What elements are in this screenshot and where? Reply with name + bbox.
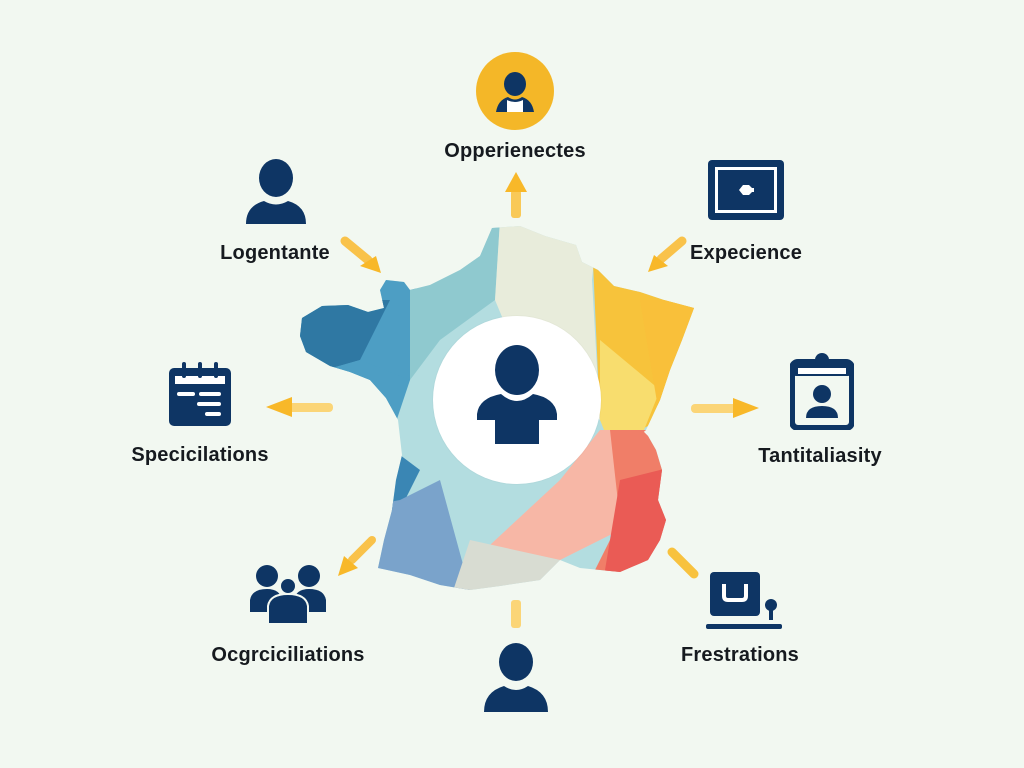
- arrow-inward-icon: [340, 236, 381, 273]
- calendar-icon: [169, 362, 231, 426]
- arrow-right-icon: [691, 398, 759, 418]
- node-bottom-right: [706, 570, 782, 630]
- id-badge-icon: [790, 353, 854, 430]
- node-right: [790, 352, 854, 430]
- node-bottom-left: [250, 564, 326, 626]
- node-top-right: [708, 160, 784, 220]
- node-bottom: [484, 642, 548, 714]
- connector-line: [667, 547, 699, 579]
- shopping-kiosk-icon: [706, 572, 782, 629]
- node-bottom-left-label: Ocgrciciliations: [211, 644, 365, 666]
- user-circle-icon: [476, 52, 554, 130]
- node-bottom-right-label: Frestrations: [681, 644, 799, 666]
- node-left-label: Specicilations: [131, 444, 269, 466]
- node-top-left-label: Logentante: [220, 242, 330, 264]
- node-left: [169, 362, 233, 426]
- monitor-icon: [708, 160, 784, 220]
- node-right-label: Tantitaliasity: [758, 445, 882, 467]
- arrow-outward-icon: [338, 536, 376, 576]
- node-top-label: Opperienectes: [444, 140, 586, 162]
- node-top-right-label: Expecience: [689, 242, 803, 264]
- node-top: [476, 52, 554, 130]
- group-icon: [250, 565, 326, 625]
- arrow-left-icon: [266, 397, 333, 417]
- central-hub: [433, 316, 601, 484]
- arrow-inward-icon: [648, 236, 687, 272]
- connector-line: [511, 600, 521, 628]
- user-icon: [246, 159, 306, 224]
- user-icon: [477, 345, 557, 444]
- user-icon: [484, 643, 548, 712]
- node-top-left: [244, 158, 308, 228]
- arrow-up-icon: [505, 172, 527, 218]
